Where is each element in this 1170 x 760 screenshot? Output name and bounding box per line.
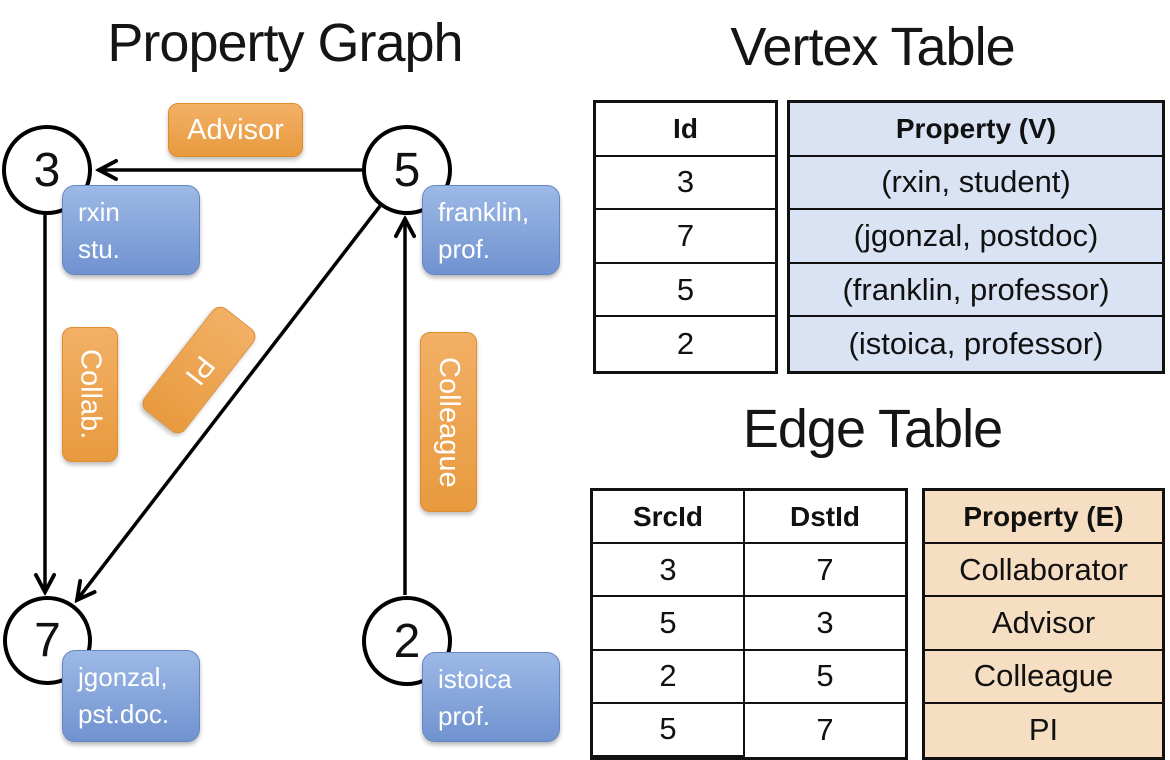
edge-label-advisor-text: Advisor	[187, 113, 284, 146]
edge-table-property-column: Property (E) Collaborator Advisor Collea…	[922, 488, 1165, 760]
vprop-line: franklin,	[438, 197, 530, 227]
vertex-table-cell-id: 2	[676, 326, 695, 362]
edge-table-cell-dstid: 7	[816, 712, 834, 748]
vertex-table-header-property: Property (V)	[790, 103, 1162, 157]
edge-label-pi: PI	[138, 302, 260, 438]
vertex-table-cell-id: 7	[596, 210, 775, 264]
vertex-table-property-column: Property (V) (rxin, student) (jgonzal, p…	[787, 100, 1165, 374]
edge-table-title: Edge Table	[742, 399, 1003, 459]
vprop-line: prof.	[438, 233, 491, 264]
property-graph-title: Property Graph	[107, 13, 463, 73]
vertex-node-5-id: 5	[393, 143, 421, 197]
vertex-table-header-id: Id	[596, 103, 775, 157]
edge-table-header-srcid: SrcId	[593, 491, 745, 545]
vertex-property-box-istoica: istoica prof.	[422, 652, 560, 742]
edge-table-header-dstid: DstId	[745, 491, 905, 545]
vertex-property-box-jgonzal: jgonzal, pst.doc.	[62, 650, 200, 742]
vertex-node-2-id: 2	[393, 614, 421, 668]
edge-table-cell-srcid: 5	[593, 597, 745, 651]
vertex-table-cell-property: (istoica, professor)	[848, 326, 1104, 362]
vprop-line: prof.	[438, 700, 491, 731]
edge-table-cell-property: Advisor	[925, 597, 1162, 651]
vertex-table-cell-property: (jgonzal, postdoc)	[790, 210, 1162, 264]
vertex-table-title: Vertex Table	[730, 17, 1015, 77]
vertex-table-cell-id: 3	[596, 157, 775, 211]
vertex-table-cell-id: 5	[596, 264, 775, 318]
edge-table-cell-property: Collaborator	[925, 544, 1162, 598]
vertex-table-cell-property: (rxin, student)	[790, 157, 1162, 211]
edge-table-src-dst-columns: SrcId DstId 3 7 5 3 2 5 5 7	[590, 488, 908, 760]
vprop-line: jgonzal,	[78, 662, 168, 692]
vertex-property-box-franklin: franklin, prof.	[422, 185, 560, 275]
edge-label-collab: Collab.	[62, 327, 118, 462]
edge-table-cell-dstid: 7	[745, 544, 905, 598]
vprop-line: pst.doc.	[78, 698, 170, 729]
edge-label-advisor: Advisor	[168, 103, 303, 157]
edge-label-collab-text: Collab.	[74, 349, 107, 440]
edge-table-cell-srcid: 5	[593, 703, 745, 757]
edge-label-pi-text: PI	[178, 349, 221, 391]
edge-label-colleague: Colleague	[420, 332, 477, 512]
vertex-property-box-rxin: rxin stu.	[62, 185, 200, 275]
edge-table-header-property: Property (E)	[925, 491, 1162, 545]
edge-table-cell-srcid: 3	[593, 544, 745, 598]
edge-label-colleague-text: Colleague	[433, 356, 465, 488]
edge-table-cell-dstid: 5	[745, 651, 905, 704]
vprop-line: istoica	[438, 664, 512, 694]
vertex-node-3: 3	[2, 125, 92, 215]
vertex-table-id-column: Id 3 7 5 2	[593, 100, 778, 374]
edge-table-cell-srcid: 2	[593, 650, 745, 704]
vertex-node-7-id: 7	[34, 614, 61, 667]
edge-table-cell-property: Colleague	[925, 651, 1162, 704]
vertex-node-3-id: 3	[33, 143, 61, 197]
vprop-line: stu.	[78, 233, 120, 264]
vprop-line: rxin	[78, 197, 120, 227]
vertex-node-5: 5	[362, 125, 452, 215]
edge-table-cell-property: PI	[1028, 712, 1059, 748]
edge-table-cell-dstid: 3	[745, 597, 905, 651]
vertex-table-cell-property: (franklin, professor)	[790, 264, 1162, 318]
